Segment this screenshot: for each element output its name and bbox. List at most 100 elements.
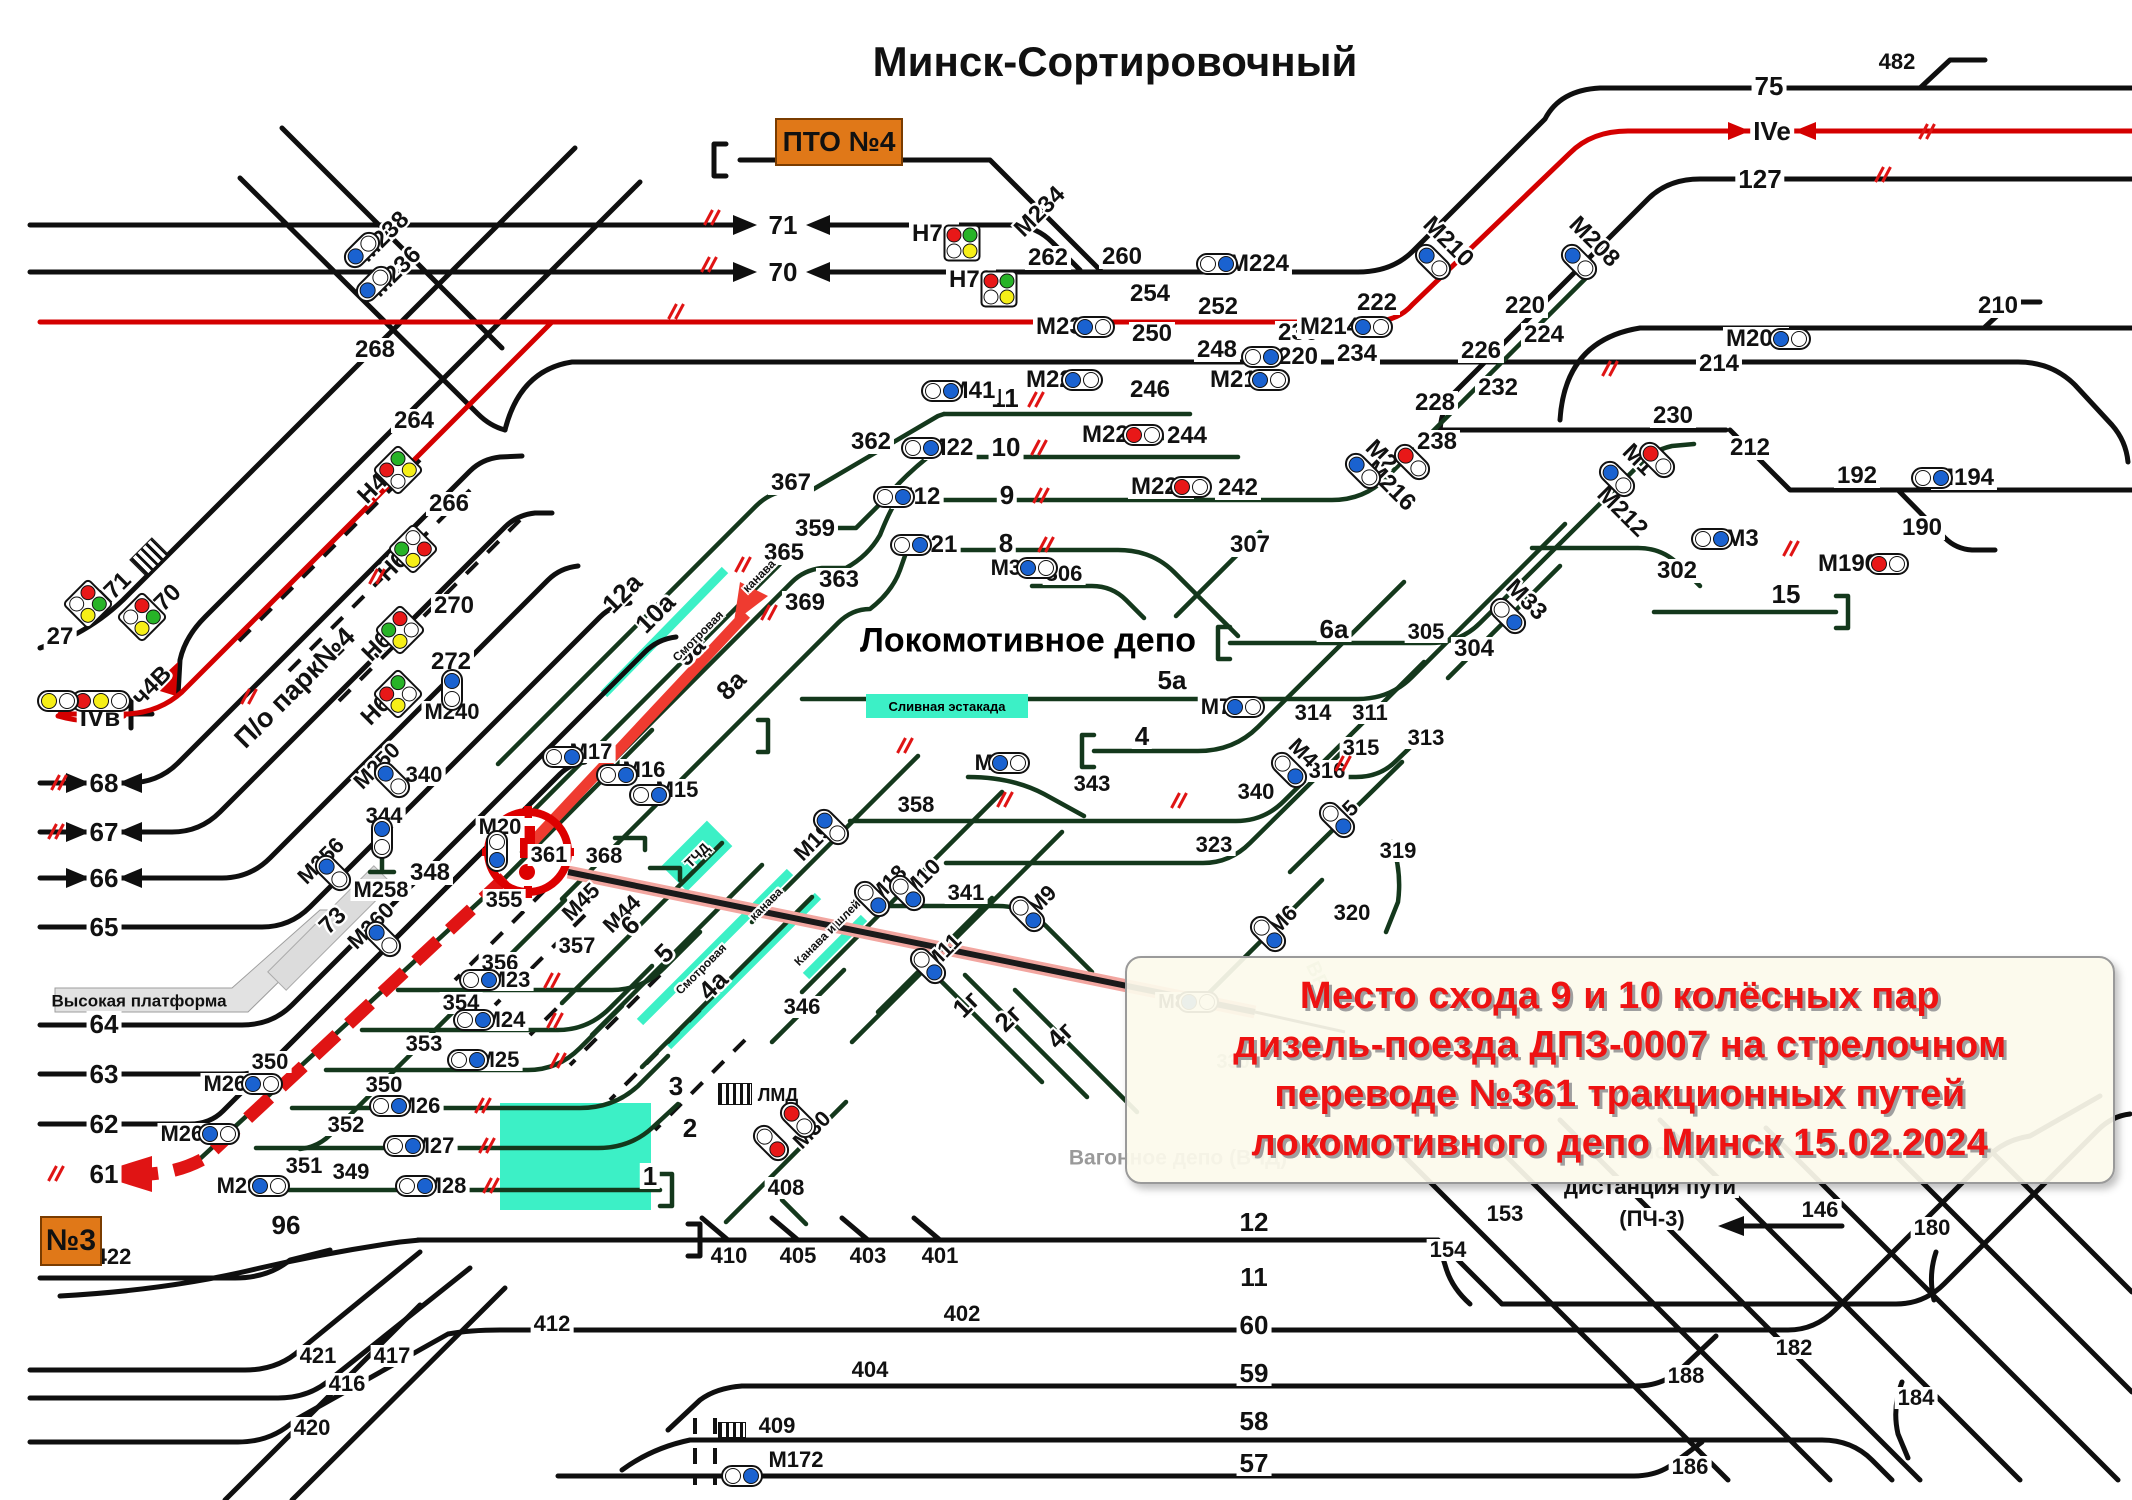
insulated-joint-mark xyxy=(47,1164,66,1184)
diagram-label: 64 xyxy=(86,1011,122,1037)
diagram-label: 412 xyxy=(530,1313,574,1335)
diagram-label: 340 xyxy=(402,764,446,786)
diagram-label: 248 xyxy=(1193,338,1241,362)
dwarf-signal xyxy=(1241,346,1283,368)
diagram-label: 311 xyxy=(1349,702,1391,724)
dwarf-signal xyxy=(371,817,393,859)
diagram-label: 250 xyxy=(1128,322,1176,346)
diagram-label: 63 xyxy=(86,1061,122,1087)
dwarf-signal xyxy=(383,1135,425,1157)
dwarf-signal xyxy=(1911,467,1953,489)
diagram-label: 1 xyxy=(639,1163,661,1189)
insulated-joint-mark xyxy=(1334,754,1353,774)
dwarf-signal xyxy=(542,746,584,768)
diagram-label: 252 xyxy=(1194,295,1242,319)
dwarf-signal xyxy=(1223,696,1265,718)
diagram-label: 323 xyxy=(1192,834,1236,856)
dwarf-signal xyxy=(248,1175,290,1197)
insulated-joint-mark xyxy=(546,1011,565,1031)
diagram-label: 352 xyxy=(324,1114,368,1136)
diagram-label: 66 xyxy=(86,865,122,891)
diagram-label: 417 xyxy=(370,1345,414,1367)
dwarf-signal xyxy=(988,752,1030,774)
dwarf-signal xyxy=(1867,553,1909,575)
diagram-label: 314 xyxy=(1291,702,1335,724)
cyan-area xyxy=(500,1103,651,1210)
dwarf-signal xyxy=(721,1465,763,1487)
dwarf-signal xyxy=(890,534,932,556)
diagram-label: 409 xyxy=(755,1415,799,1437)
diagram-label: 351 xyxy=(282,1155,326,1177)
diagram-label: 350 xyxy=(362,1074,406,1096)
diagram-label: 353 xyxy=(402,1033,446,1055)
dwarf-signal xyxy=(198,1123,240,1145)
insulated-joint-mark xyxy=(482,1176,501,1196)
insulated-joint-mark xyxy=(47,822,66,842)
incident-annotation: Место схода 9 и 10 колёсных пар дизель-п… xyxy=(1125,956,2115,1184)
diagram-label: 361 xyxy=(527,844,571,866)
diagram-label: 348 xyxy=(406,861,454,885)
depot-label: Локомотивное депо xyxy=(855,621,1201,661)
diagram-label: 421 xyxy=(296,1345,340,1367)
diagram-label: 307 xyxy=(1226,533,1274,557)
direction-arrows xyxy=(66,215,1744,1236)
insulated-joint-mark xyxy=(734,555,753,575)
insulated-joint-mark xyxy=(240,687,259,707)
diagram-label: 154 xyxy=(1426,1239,1470,1261)
diagram-label: 349 xyxy=(329,1161,373,1183)
diagram-label: 6а xyxy=(1316,616,1352,642)
dwarf-signal xyxy=(1016,557,1058,579)
diagram-label: 369 xyxy=(781,591,829,615)
diagram-label: 420 xyxy=(290,1417,334,1439)
annotation-line-4: локомотивного депо Минск 15.02.2024 xyxy=(1251,1122,1989,1164)
diagram-label: Высокая платформа xyxy=(51,991,227,1011)
diagram-label: 57 xyxy=(1236,1450,1272,1476)
dwarf-signal xyxy=(629,784,671,806)
diagram-label: 4 xyxy=(1131,723,1153,749)
insulated-joint-mark xyxy=(1030,438,1049,458)
diagram-label: 27 xyxy=(43,625,77,649)
building-hatch-2 xyxy=(718,1422,746,1438)
dwarf-signal xyxy=(1351,316,1393,338)
dwarf-signal xyxy=(1248,369,1290,391)
diagram-label: 244 xyxy=(1163,424,1211,448)
annotation-line-3: переводе №361 тракционных путей xyxy=(1274,1073,1966,1115)
diagram-label: 182 xyxy=(1772,1337,1816,1359)
insulated-joint-mark xyxy=(1037,535,1056,555)
annotation-line-1: Место схода 9 и 10 колёсных пар xyxy=(1299,975,1941,1017)
diagram-label: 358 xyxy=(894,794,938,816)
diagram-label: 403 xyxy=(846,1245,890,1267)
dwarf-signal xyxy=(1769,328,1811,350)
diagram-label: 319 xyxy=(1376,840,1420,862)
diagram-label: 212 xyxy=(1726,436,1774,460)
diagram-label: 75 xyxy=(1751,73,1787,99)
diagram-label: 58 xyxy=(1236,1408,1272,1434)
diagram-label: 71 xyxy=(765,212,801,238)
diagram-label: 242 xyxy=(1214,476,1262,500)
diagram-label: 192 xyxy=(1833,464,1881,488)
mast-signal xyxy=(943,224,981,262)
diagram-label: 210 xyxy=(1974,294,2022,318)
insulated-joint-mark xyxy=(1170,791,1189,811)
diagram-label: 59 xyxy=(1236,1360,1272,1386)
diagram-label: 224 xyxy=(1520,323,1568,347)
diagram-label: 226 xyxy=(1457,339,1505,363)
diagram-label: 343 xyxy=(1070,773,1114,795)
insulated-joint-mark xyxy=(50,773,69,793)
insulated-joint-mark xyxy=(1032,486,1051,506)
insulated-joint-mark xyxy=(896,736,915,756)
diagram-label: 11 xyxy=(1237,1264,1271,1290)
diagram-label: 266 xyxy=(425,492,473,516)
diagram-label: 68 xyxy=(86,770,122,796)
diagram-label: 402 xyxy=(940,1303,984,1325)
diagram-label: 228 xyxy=(1411,391,1459,415)
insulated-joint-mark xyxy=(700,255,719,275)
diagram-label: 368 xyxy=(582,845,626,867)
diagram-label: 262 xyxy=(1024,246,1072,270)
diagram-label: 184 xyxy=(1894,1387,1938,1409)
insulated-joint-mark xyxy=(1874,165,1893,185)
diagram-label: 10 xyxy=(988,434,1024,460)
diagram-label: М258 xyxy=(350,879,412,901)
diagram-label: 146 xyxy=(1798,1199,1842,1221)
diagram-label: 354 xyxy=(439,992,483,1014)
